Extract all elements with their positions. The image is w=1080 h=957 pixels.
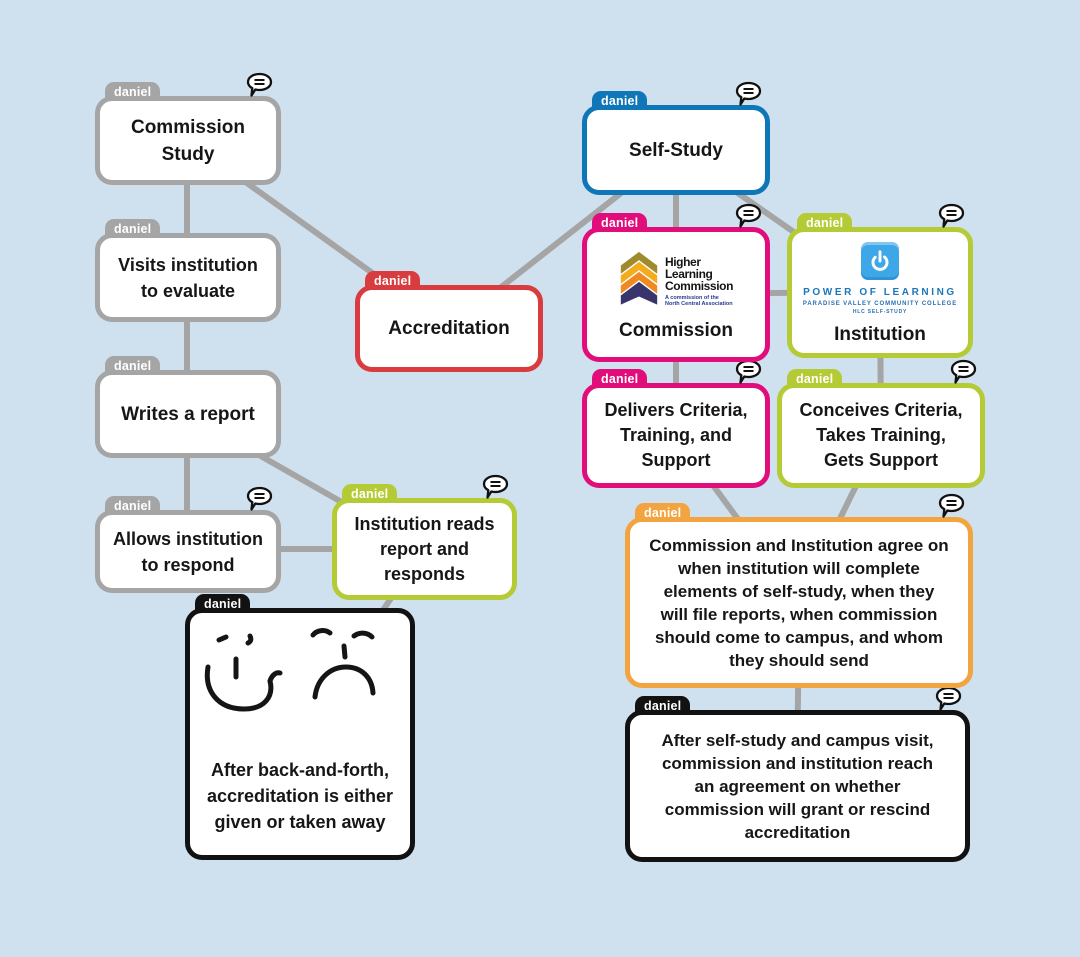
node-text: Self-Study [629, 139, 723, 161]
author-tag: daniel [195, 594, 251, 621]
comment-bubble-icon[interactable] [735, 359, 762, 386]
comment-bubble-icon[interactable] [950, 359, 977, 386]
pol-note: HLC SELF-STUDY [852, 308, 908, 315]
node-text: Writes a report [121, 403, 255, 425]
node-self-study[interactable]: daniel Self-Study [582, 81, 770, 195]
node-institution[interactable]: daniel POWER OF LEARNING PARADISE VALLEY… [787, 203, 973, 358]
comment-bubble-icon[interactable] [246, 486, 273, 513]
happy-face-drawing [204, 633, 283, 712]
node-text: Commission [618, 320, 734, 341]
node-text: After self-study and campus visit,commis… [661, 730, 934, 842]
node-text: Institution [834, 323, 926, 345]
node-writes-report[interactable]: daniel Writes a report [95, 356, 281, 458]
node-text: Accreditation [388, 318, 510, 339]
node-outcome[interactable]: daniel After back-and-forth,accreditatio [185, 594, 415, 860]
node-agreement[interactable]: daniel Commission and Institution agree … [625, 493, 973, 688]
comment-bubble-icon[interactable] [735, 203, 762, 230]
comment-bubble-icon[interactable] [938, 203, 965, 230]
node-decision[interactable]: daniel After self-study and campus visit… [625, 686, 970, 862]
comment-bubble-icon[interactable] [938, 493, 965, 520]
hand-drawing [204, 628, 376, 712]
power-of-learning-logo: POWER OF LEARNING PARADISE VALLEY COMMUN… [802, 241, 958, 315]
node-conceives-criteria[interactable]: daniel Conceives Criteria,Takes Training… [777, 359, 985, 488]
pol-subtitle: PARADISE VALLEY COMMUNITY COLLEGE [802, 300, 958, 307]
comment-bubble-icon[interactable] [935, 686, 962, 713]
comment-bubble-icon[interactable] [482, 474, 509, 501]
hlc-leaf-icon [620, 251, 658, 305]
pol-title: POWER OF LEARNING [803, 286, 957, 298]
comment-bubble-icon[interactable] [246, 72, 273, 99]
power-icon [860, 241, 899, 280]
node-text: After back-and-forth,accreditation is ei… [206, 760, 394, 832]
node-text: Conceives Criteria,Takes Training,Gets S… [799, 400, 963, 470]
node-accreditation[interactable]: daniel Accreditation [355, 271, 543, 372]
sad-face-drawing [310, 628, 376, 700]
comment-bubble-icon[interactable] [735, 81, 762, 108]
